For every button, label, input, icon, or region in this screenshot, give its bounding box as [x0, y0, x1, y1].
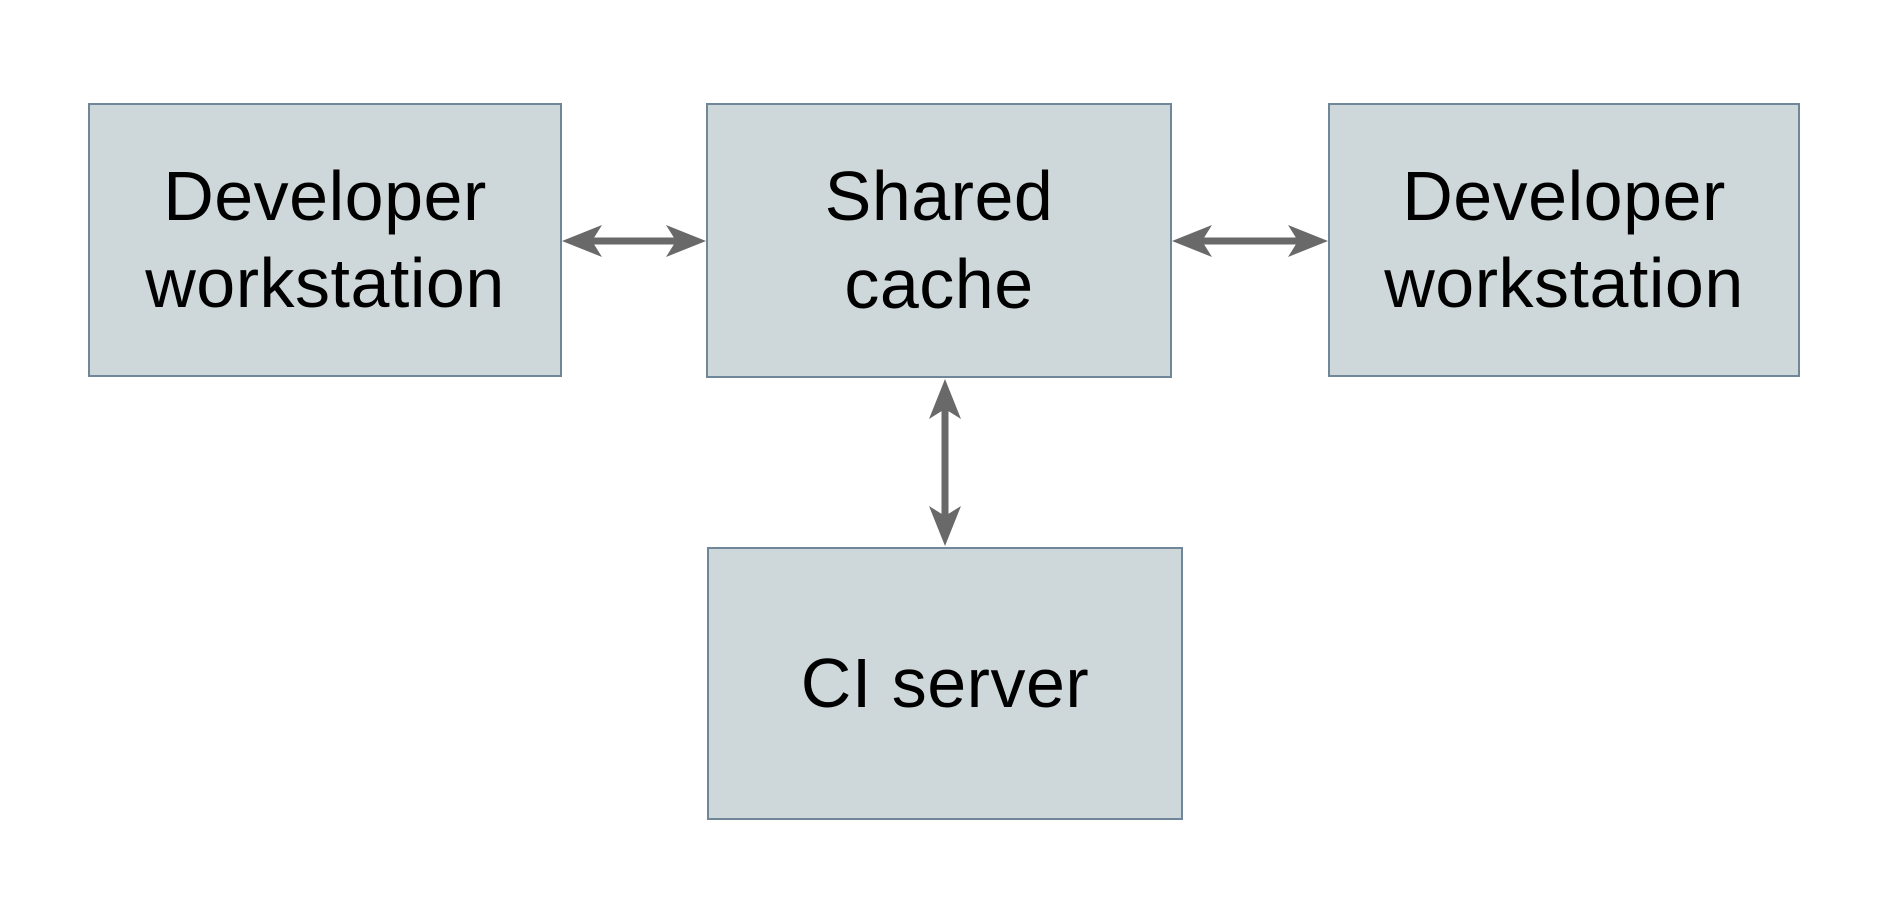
node-label-developer-workstation-left: Developer workstation: [145, 156, 505, 323]
node-ci-server: CI server: [707, 547, 1183, 820]
double-arrow-shared-cache-to-ci-server-icon: [929, 379, 961, 546]
double-arrow-workstation-left-to-shared-cache-icon: [562, 225, 706, 257]
node-shared-cache: Shared cache: [706, 103, 1172, 378]
double-arrow-shared-cache-to-workstation-right-icon: [1172, 225, 1328, 257]
node-label-shared-cache: Shared cache: [824, 157, 1054, 323]
node-developer-workstation-left: Developer workstation: [88, 103, 562, 377]
node-developer-workstation-right: Developer workstation: [1328, 103, 1800, 377]
node-label-ci-server: CI server: [800, 643, 1090, 722]
node-label-developer-workstation-right: Developer workstation: [1384, 156, 1744, 323]
